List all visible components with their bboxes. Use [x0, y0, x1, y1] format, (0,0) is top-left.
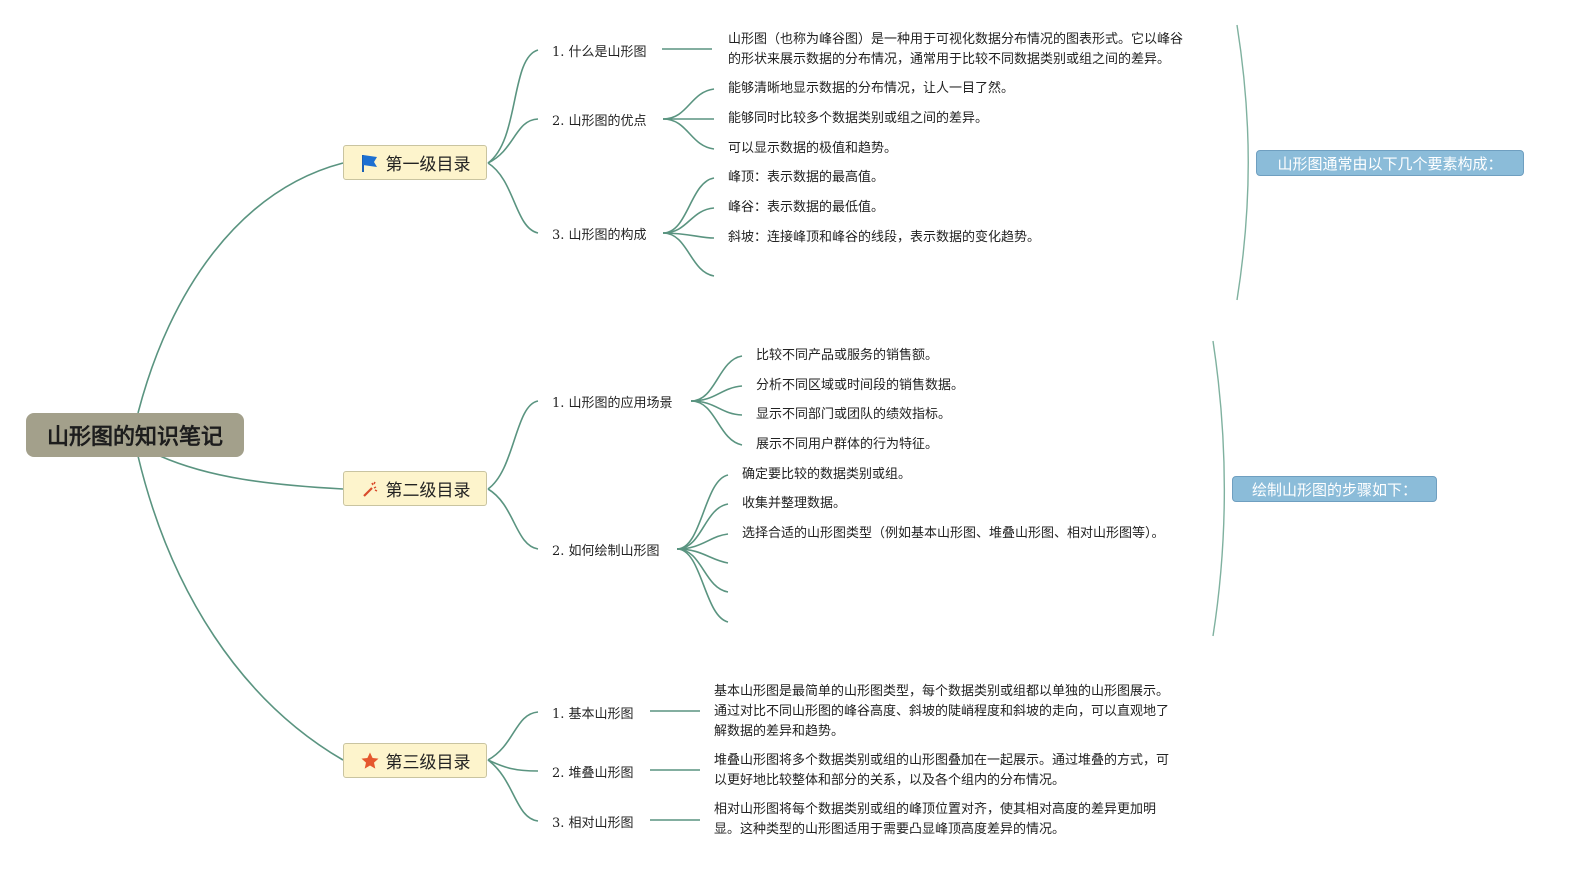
subtopic-2-1[interactable]: 1. 山形图的应用场景	[552, 396, 673, 411]
leaf-line: 基本山形图是最简单的山形图类型，每个数据类别或组都以单独的山形图展示。	[714, 684, 1170, 699]
leaf-note[interactable]: 堆叠山形图将多个数据类别或组的山形图叠加在一起展示。通过堆叠的方式，可 以更好地…	[714, 751, 1169, 791]
leaf-item[interactable]: 收集并整理数据。	[742, 496, 847, 511]
leaf-line: 以更好地比较整体和部分的关系，以及各个组内的分布情况。	[714, 773, 1066, 788]
leaf-line: 山形图（也称为峰谷图）是一种用于可视化数据分布情况的图表形式。它以峰谷	[728, 32, 1184, 47]
topic-section-2[interactable]: 第二级目录	[343, 471, 487, 506]
leaf-note[interactable]: 相对山形图将每个数据类别或组的峰顶位置对齐，使其相对高度的差异更加明 显。这种类…	[714, 800, 1156, 840]
leaf-item[interactable]: 分析不同区域或时间段的销售数据。	[756, 378, 965, 393]
leaf-line: 的形状来展示数据的分布情况，通常用于比较不同数据类别或组之间的差异。	[728, 52, 1171, 67]
leaf-item[interactable]: 确定要比较的数据类别或组。	[742, 467, 912, 482]
subtopic-3-3[interactable]: 3. 相对山形图	[552, 816, 634, 831]
leaf-line: 解数据的差异和趋势。	[714, 724, 845, 739]
summary-1-label: 山形图通常由以下几个要素构成：	[1277, 154, 1503, 173]
leaf-item[interactable]: 斜坡：连接峰顶和峰谷的线段，表示数据的变化趋势。	[728, 230, 1041, 245]
leaf-item[interactable]: 比较不同产品或服务的销售额。	[756, 348, 939, 363]
subtopic-2-2[interactable]: 2. 如何绘制山形图	[552, 544, 660, 559]
leaf-line: 通过对比不同山形图的峰谷高度、斜坡的陡峭程度和斜坡的走向，可以直观地了	[714, 704, 1170, 719]
subtopic-1-1[interactable]: 1. 什么是山形图	[552, 45, 647, 60]
subtopic-1-3[interactable]: 3. 山形图的构成	[552, 228, 647, 243]
leaf-item[interactable]: 选择合适的山形图类型（例如基本山形图、堆叠山形图、相对山形图等）。	[742, 526, 1165, 541]
summary-2-label: 绘制山形图的步骤如下：	[1251, 480, 1417, 499]
section-2-label: 第二级目录	[385, 481, 471, 501]
leaf-note[interactable]: 山形图（也称为峰谷图）是一种用于可视化数据分布情况的图表形式。它以峰谷 的形状来…	[728, 30, 1183, 70]
leaf-note[interactable]: 基本山形图是最简单的山形图类型，每个数据类别或组都以单独的山形图展示。 通过对比…	[714, 682, 1169, 742]
leaf-item[interactable]: 峰谷：表示数据的最低值。	[728, 200, 885, 215]
root-topic[interactable]: 山形图的知识笔记	[26, 413, 244, 457]
leaf-item[interactable]: 能够清晰地显示数据的分布情况，让人一目了然。	[728, 81, 1015, 96]
leaf-line: 相对山形图将每个数据类别或组的峰顶位置对齐，使其相对高度的差异更加明	[714, 802, 1157, 817]
leaf-item[interactable]: 展示不同用户群体的行为特征。	[756, 437, 939, 452]
root-title: 山形图的知识笔记	[46, 425, 223, 450]
subtopic-3-2[interactable]: 2. 堆叠山形图	[552, 766, 634, 781]
leaf-line: 显。这种类型的山形图适用于需要凸显峰顶高度差异的情况。	[714, 822, 1066, 837]
section-1-label: 第一级目录	[385, 155, 471, 175]
section-3-label: 第三级目录	[385, 753, 471, 773]
subtopic-3-1[interactable]: 1. 基本山形图	[552, 707, 634, 722]
topic-section-3[interactable]: 第三级目录	[343, 743, 487, 778]
leaf-line: 堆叠山形图将多个数据类别或组的山形图叠加在一起展示。通过堆叠的方式，可	[714, 753, 1170, 768]
leaf-item[interactable]: 显示不同部门或团队的绩效指标。	[756, 407, 952, 422]
magic-wand-icon	[360, 479, 380, 499]
leaf-item[interactable]: 能够同时比较多个数据类别或组之间的差异。	[728, 111, 989, 126]
summary-callout-1[interactable]: 山形图通常由以下几个要素构成：	[1256, 150, 1524, 176]
leaf-item[interactable]: 峰顶：表示数据的最高值。	[728, 170, 885, 185]
subtopic-1-2[interactable]: 2. 山形图的优点	[552, 114, 647, 129]
topic-section-1[interactable]: 第一级目录	[343, 145, 487, 180]
blue-flag-icon	[360, 153, 380, 173]
leaf-item[interactable]: 可以显示数据的极值和趋势。	[728, 141, 898, 156]
orange-star-icon	[360, 751, 380, 771]
summary-callout-2[interactable]: 绘制山形图的步骤如下：	[1232, 476, 1437, 502]
